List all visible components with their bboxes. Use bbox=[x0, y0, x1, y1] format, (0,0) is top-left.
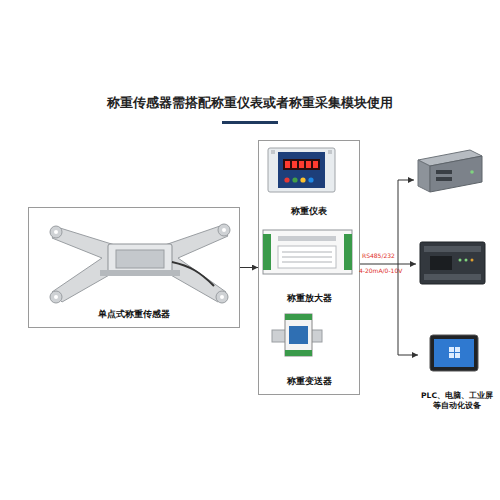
amplifier-item: 称重放大器 bbox=[259, 226, 359, 306]
transmitter-item: 称重变送器 bbox=[259, 309, 359, 393]
node-caption: 称重放大器 bbox=[287, 293, 332, 304]
node-caption: 称重仪表 bbox=[291, 206, 327, 217]
diagram-title: 称重传感器需搭配称重仪表或者称重采集模块使用 bbox=[0, 95, 500, 112]
node-caption: 称重变送器 bbox=[287, 376, 332, 387]
load-cell-illustration bbox=[50, 224, 230, 303]
branch-arrows bbox=[398, 180, 416, 264]
title-bar bbox=[222, 121, 278, 124]
node-caption: 单点式称重传感器 bbox=[98, 309, 170, 320]
sensor-box: 单点式称重传感器 bbox=[28, 207, 240, 328]
indicator-item: 称重仪表 bbox=[259, 143, 359, 219]
plc-image bbox=[420, 242, 485, 284]
flow-arrow bbox=[360, 264, 418, 355]
signal-label: 4-20mA/0-10V bbox=[359, 267, 402, 274]
industrial-pc-image bbox=[418, 150, 482, 192]
touch-screen-image bbox=[430, 335, 478, 371]
weighing-transmitter-image bbox=[272, 314, 322, 356]
weighing-amplifier-image bbox=[263, 230, 352, 274]
node-caption: PLC、电脑、工业屏等自动化设备 bbox=[418, 391, 496, 410]
flow-arrow bbox=[240, 267, 258, 268]
automation-device-item: PLC、电脑、工业屏等自动化设备 bbox=[418, 330, 496, 410]
signal-label: RS485/232 bbox=[362, 252, 395, 259]
device-group-box: 称重仪表称重放大器称重变送器 bbox=[258, 140, 360, 395]
weighing-indicator-image bbox=[268, 148, 335, 192]
